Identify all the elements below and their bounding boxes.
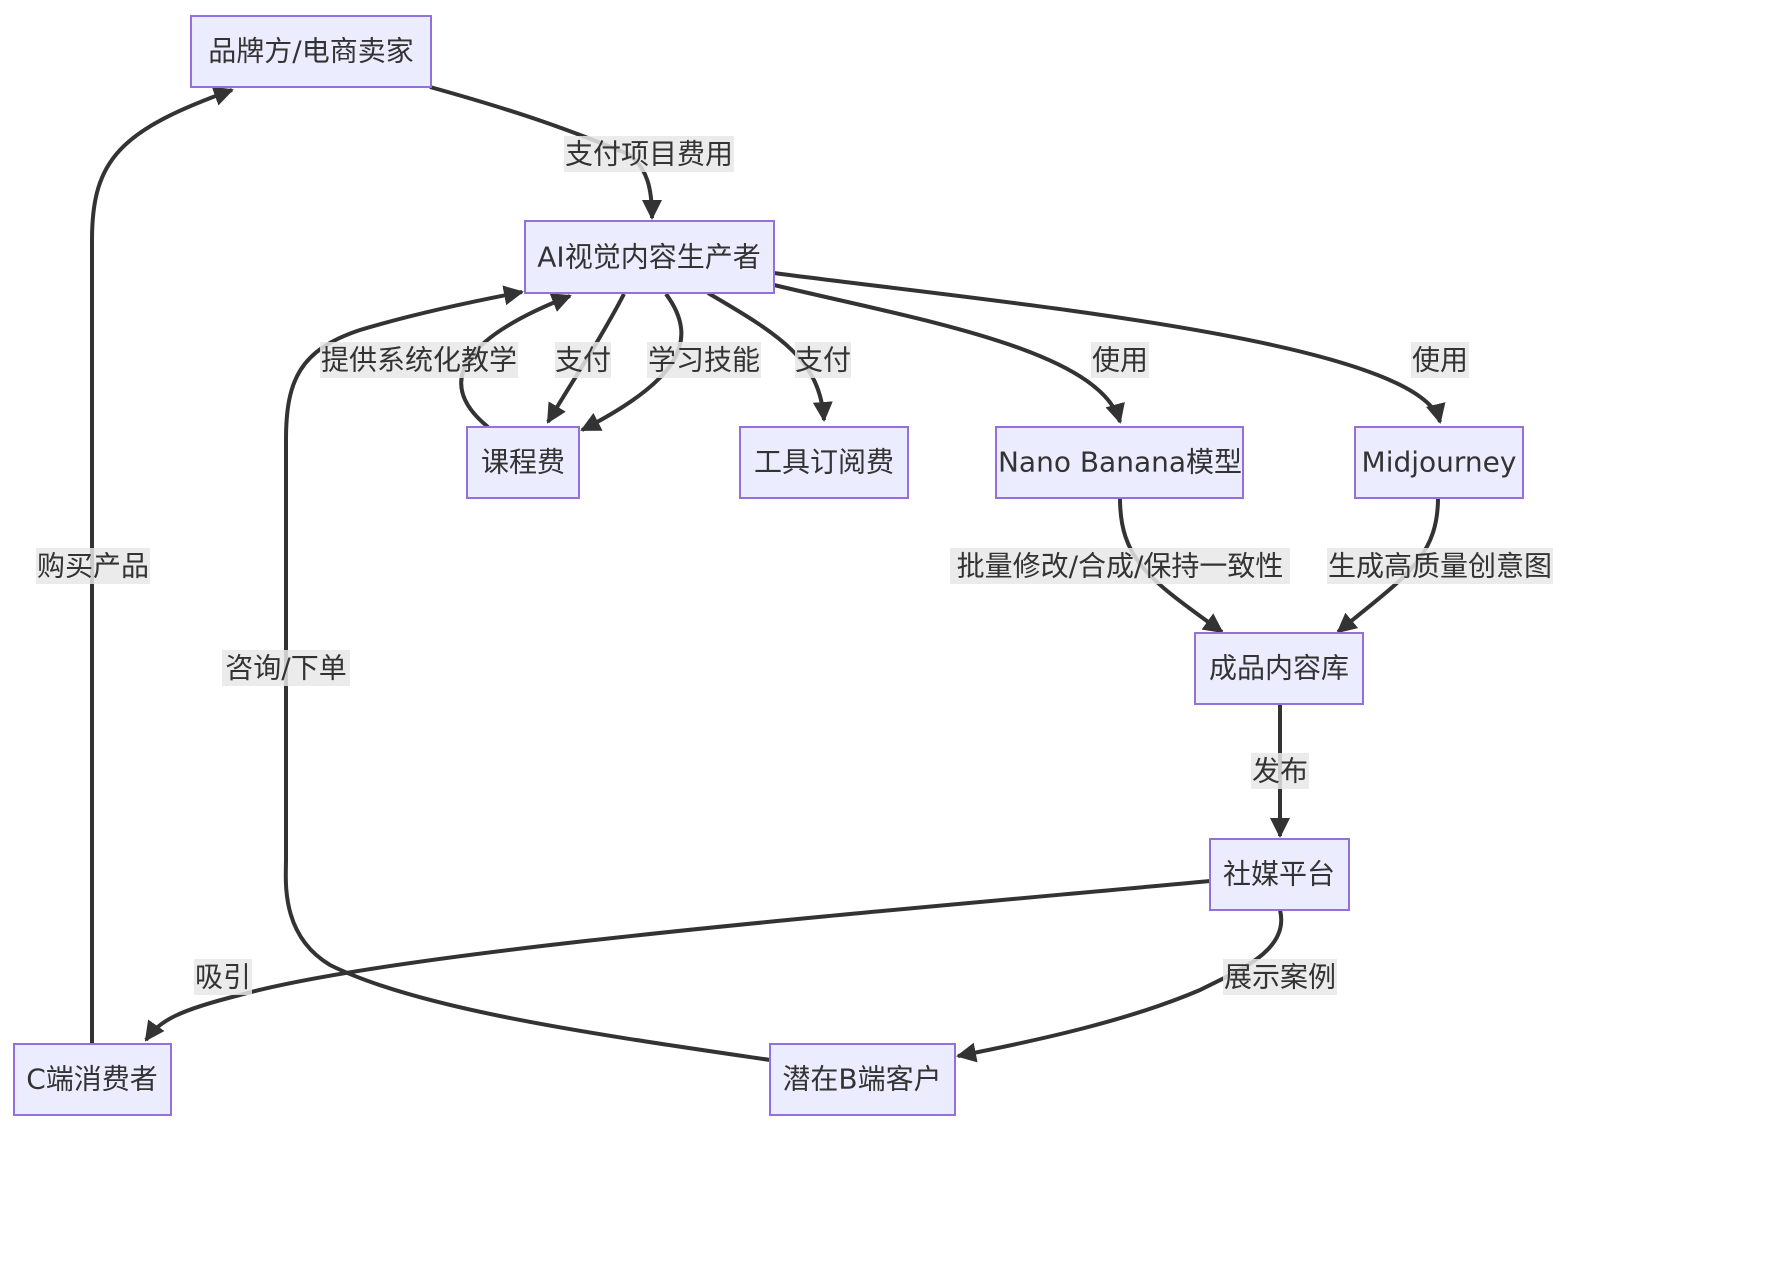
svg-text:支付项目费用: 支付项目费用: [565, 138, 733, 171]
edge-label-provide-teaching: 提供系统化教学: [320, 342, 518, 378]
svg-text:社媒平台: 社媒平台: [1223, 858, 1335, 891]
edge-use-nano-banana: [773, 283, 1125, 424]
edge-label-attract: 吸引: [194, 959, 252, 995]
node-ai-content-producer: AI视觉内容生产者: [524, 220, 775, 294]
node-content-library: 成品内容库: [1194, 632, 1364, 705]
edge-consult-order: [283, 285, 771, 1062]
svg-text:课程费: 课程费: [481, 446, 565, 479]
svg-text:使用: 使用: [1412, 344, 1468, 377]
edge-label-learn-skill: 学习技能: [647, 342, 761, 378]
svg-text:咨询/下单: 咨询/下单: [225, 652, 346, 685]
edge-label-buy-product: 购买产品: [36, 548, 150, 584]
svg-text:吸引: 吸引: [195, 961, 251, 994]
edge-label-midjourney-to-library: 生成高质量创意图: [1327, 548, 1553, 584]
svg-text:批量修改/合成/保持一致性: 批量修改/合成/保持一致性: [957, 550, 1284, 583]
node-tool-subscription-fee: 工具订阅费: [739, 426, 909, 499]
svg-text:成品内容库: 成品内容库: [1209, 652, 1349, 685]
svg-text:C端消费者: C端消费者: [26, 1063, 158, 1096]
svg-text:发布: 发布: [1252, 755, 1308, 788]
edge-buy-product: [90, 86, 234, 1043]
svg-text:展示案例: 展示案例: [1224, 961, 1336, 994]
edge-pay-tool-fee: [706, 291, 833, 422]
node-potential-b-client: 潜在B端客户: [769, 1043, 956, 1116]
svg-text:Nano Banana模型: Nano Banana模型: [998, 446, 1242, 479]
edge-label-use-nano: 使用: [1091, 342, 1149, 378]
svg-text:潜在B端客户: 潜在B端客户: [782, 1063, 941, 1096]
svg-text:使用: 使用: [1092, 344, 1148, 377]
svg-text:工具订阅费: 工具订阅费: [754, 446, 894, 479]
edge-use-midjourney: [773, 271, 1446, 424]
node-c-consumer: C端消费者: [13, 1043, 172, 1116]
node-course-fee: 课程费: [466, 426, 580, 499]
edge-label-use-midjourney: 使用: [1411, 342, 1469, 378]
svg-text:提供系统化教学: 提供系统化教学: [321, 344, 517, 377]
edge-label-consult-order: 咨询/下单: [222, 650, 350, 686]
svg-text:AI视觉内容生产者: AI视觉内容生产者: [537, 241, 760, 274]
svg-text:生成高质量创意图: 生成高质量创意图: [1328, 550, 1552, 583]
edge-label-publish: 发布: [1251, 753, 1309, 789]
node-nano-banana-model: Nano Banana模型: [995, 426, 1244, 499]
edge-attract: [144, 879, 1211, 1042]
svg-text:支付: 支付: [555, 344, 611, 377]
svg-text:学习技能: 学习技能: [648, 344, 760, 377]
edge-label-pay-course: 支付: [555, 342, 611, 378]
svg-text:支付: 支付: [795, 344, 851, 377]
svg-text:Midjourney: Midjourney: [1362, 446, 1517, 479]
edge-label-pay-project-fee: 支付项目费用: [564, 136, 734, 172]
edge-label-nano-to-library: 批量修改/合成/保持一致性: [950, 548, 1290, 584]
edge-show-cases: [956, 909, 1284, 1063]
svg-text:品牌方/电商卖家: 品牌方/电商卖家: [208, 35, 413, 68]
edge-label-show-cases: 展示案例: [1223, 959, 1337, 995]
node-midjourney: Midjourney: [1354, 426, 1524, 499]
node-brand-seller: 品牌方/电商卖家: [190, 15, 432, 88]
node-social-platform: 社媒平台: [1209, 838, 1350, 911]
svg-text:购买产品: 购买产品: [37, 550, 149, 583]
edge-label-pay-tool: 支付: [795, 342, 851, 378]
